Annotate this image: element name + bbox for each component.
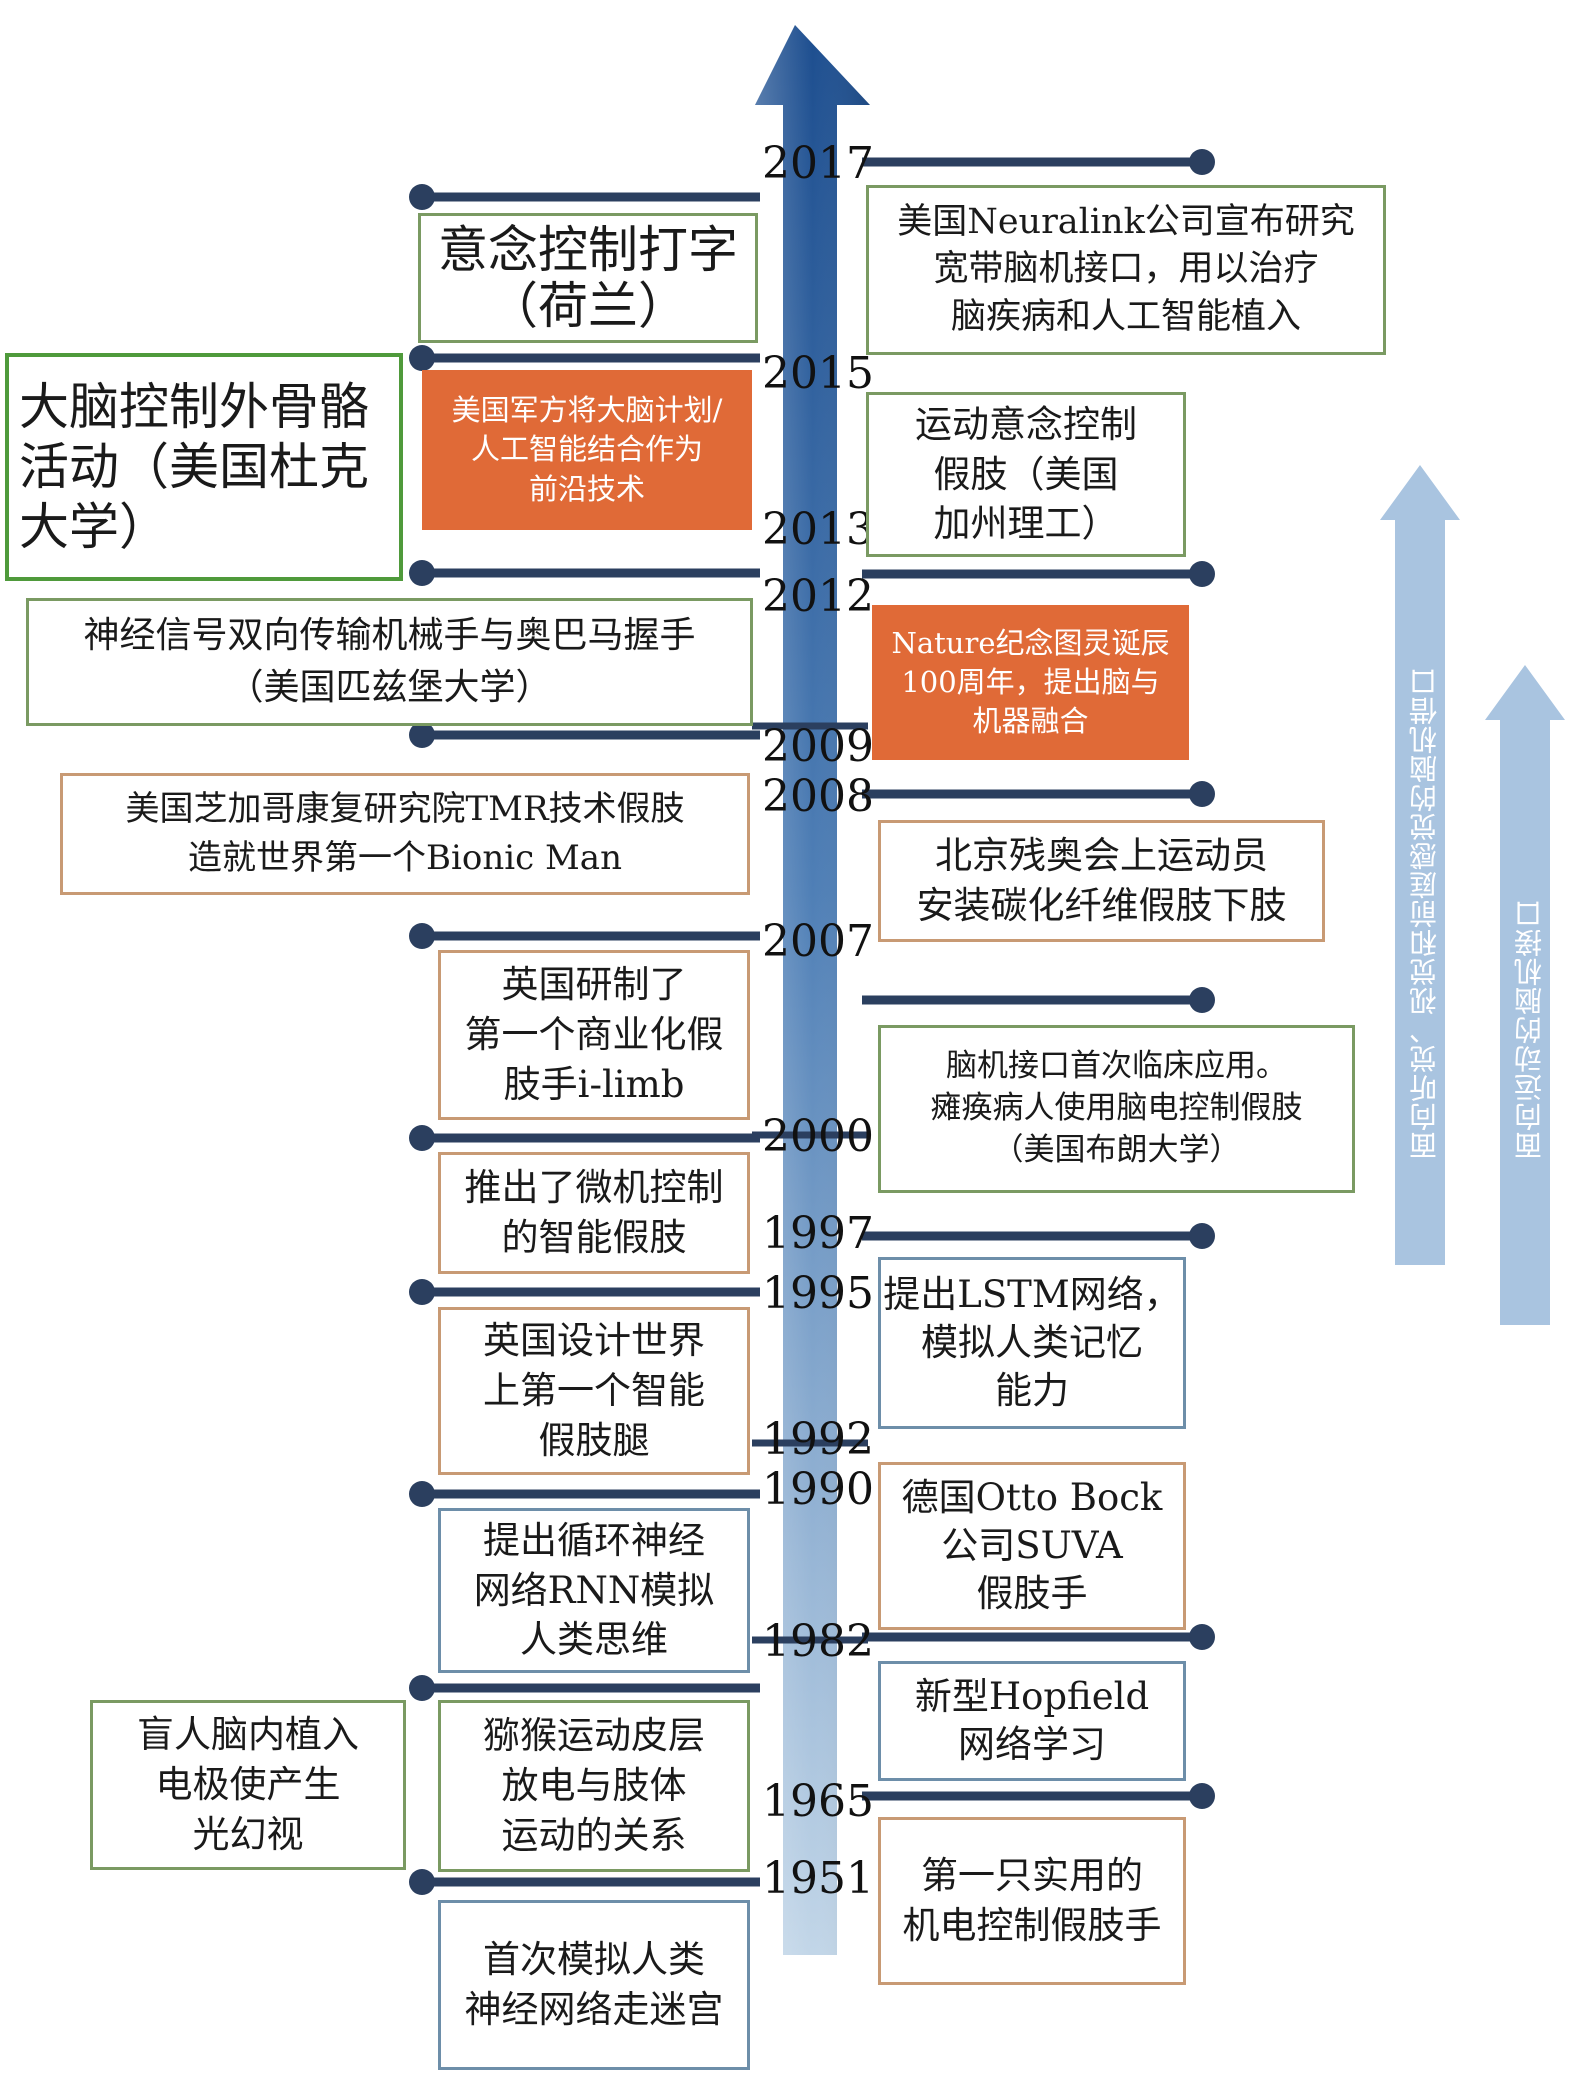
year-label: 2015 — [762, 348, 874, 399]
side-arrow-sensory-label: 面向听觉、视觉和前庭感觉的脑机借口 — [1408, 667, 1441, 1160]
event-box-neuralink: 美国Neuralink公司宣布研究 宽带脑机接口，用以治疗 脑疾病和人工智能植入 — [866, 185, 1386, 355]
event-box-hopfield: 新型Hopfield 网络学习 — [878, 1661, 1186, 1781]
year-label: 1965 — [762, 1776, 874, 1827]
event-box-microcontrol: 推出了微机控制 的智能假肢 — [438, 1152, 750, 1274]
event-box-maze: 首次模拟人类 神经网络走迷宫 — [438, 1900, 750, 2070]
event-box-firsthand: 第一只实用的 机电控制假肢手 — [878, 1817, 1186, 1985]
year-label: 2009 — [762, 721, 874, 772]
event-box-clinical: 脑机接口首次临床应用。 瘫痪病人使用脑电控制假肢 （美国布朗大学） — [878, 1025, 1355, 1193]
year-label: 1992 — [762, 1414, 874, 1465]
main-timeline-arrow — [755, 25, 870, 1955]
year-label: 2013 — [762, 504, 874, 555]
year-label: 2017 — [762, 138, 874, 189]
event-box-tmr: 美国芝加哥康复研究院TMR技术假肢 造就世界第一个Bionic Man — [60, 773, 750, 895]
side-arrow-sensory — [1380, 465, 1460, 1265]
event-box-typing: 意念控制打字 （荷兰） — [418, 213, 758, 343]
year-label: 2000 — [762, 1111, 874, 1162]
event-box-monkey: 猕猴运动皮层 放电与肢体 运动的关系 — [438, 1700, 750, 1872]
event-box-exoskeleton: 大脑控制外骨骼 活动（美国杜克 大学） — [5, 353, 403, 581]
year-label: 2012 — [762, 571, 874, 622]
event-box-smartleg: 英国设计世界 上第一个智能 假肢腿 — [438, 1307, 750, 1475]
event-box-ottobock: 德国Otto Bock 公司SUVA 假肢手 — [878, 1462, 1186, 1630]
event-box-caltech: 运动意念控制 假肢（美国 加州理工） — [866, 392, 1186, 557]
year-label: 2008 — [762, 771, 874, 822]
center-ticks — [752, 722, 868, 1644]
year-label: 1982 — [762, 1616, 874, 1667]
right-connectors — [862, 149, 1215, 1809]
side-arrow-motor-label: 面向运动的脑机接口 — [1513, 899, 1546, 1160]
event-box-nature: Nature纪念图灵诞辰 100周年，提出脑与 机器融合 — [872, 605, 1189, 760]
year-label: 1997 — [762, 1208, 874, 1259]
event-box-military: 美国军方将大脑计划/ 人工智能结合作为 前沿技术 — [422, 370, 752, 530]
event-box-pittsburgh: 神经信号双向传输机械手与奥巴马握手 （美国匹兹堡大学） — [26, 598, 753, 726]
side-arrow-motor — [1485, 665, 1565, 1325]
event-box-ilimb: 英国研制了 第一个商业化假 肢手i-limb — [438, 950, 750, 1120]
left-connectors — [409, 184, 760, 1895]
year-label: 2007 — [762, 916, 874, 967]
event-box-lstm: 提出LSTM网络， 模拟人类记忆 能力 — [878, 1257, 1186, 1429]
event-box-blind: 盲人脑内植入 电极使产生 光幻视 — [90, 1700, 406, 1870]
event-box-paralympics: 北京残奥会上运动员 安装碳化纤维假肢下肢 — [878, 820, 1325, 942]
year-label: 1951 — [762, 1853, 874, 1904]
event-box-rnn: 提出循环神经 网络RNN模拟 人类思维 — [438, 1508, 750, 1673]
year-label: 1995 — [762, 1268, 874, 1319]
year-label: 1990 — [762, 1464, 874, 1515]
